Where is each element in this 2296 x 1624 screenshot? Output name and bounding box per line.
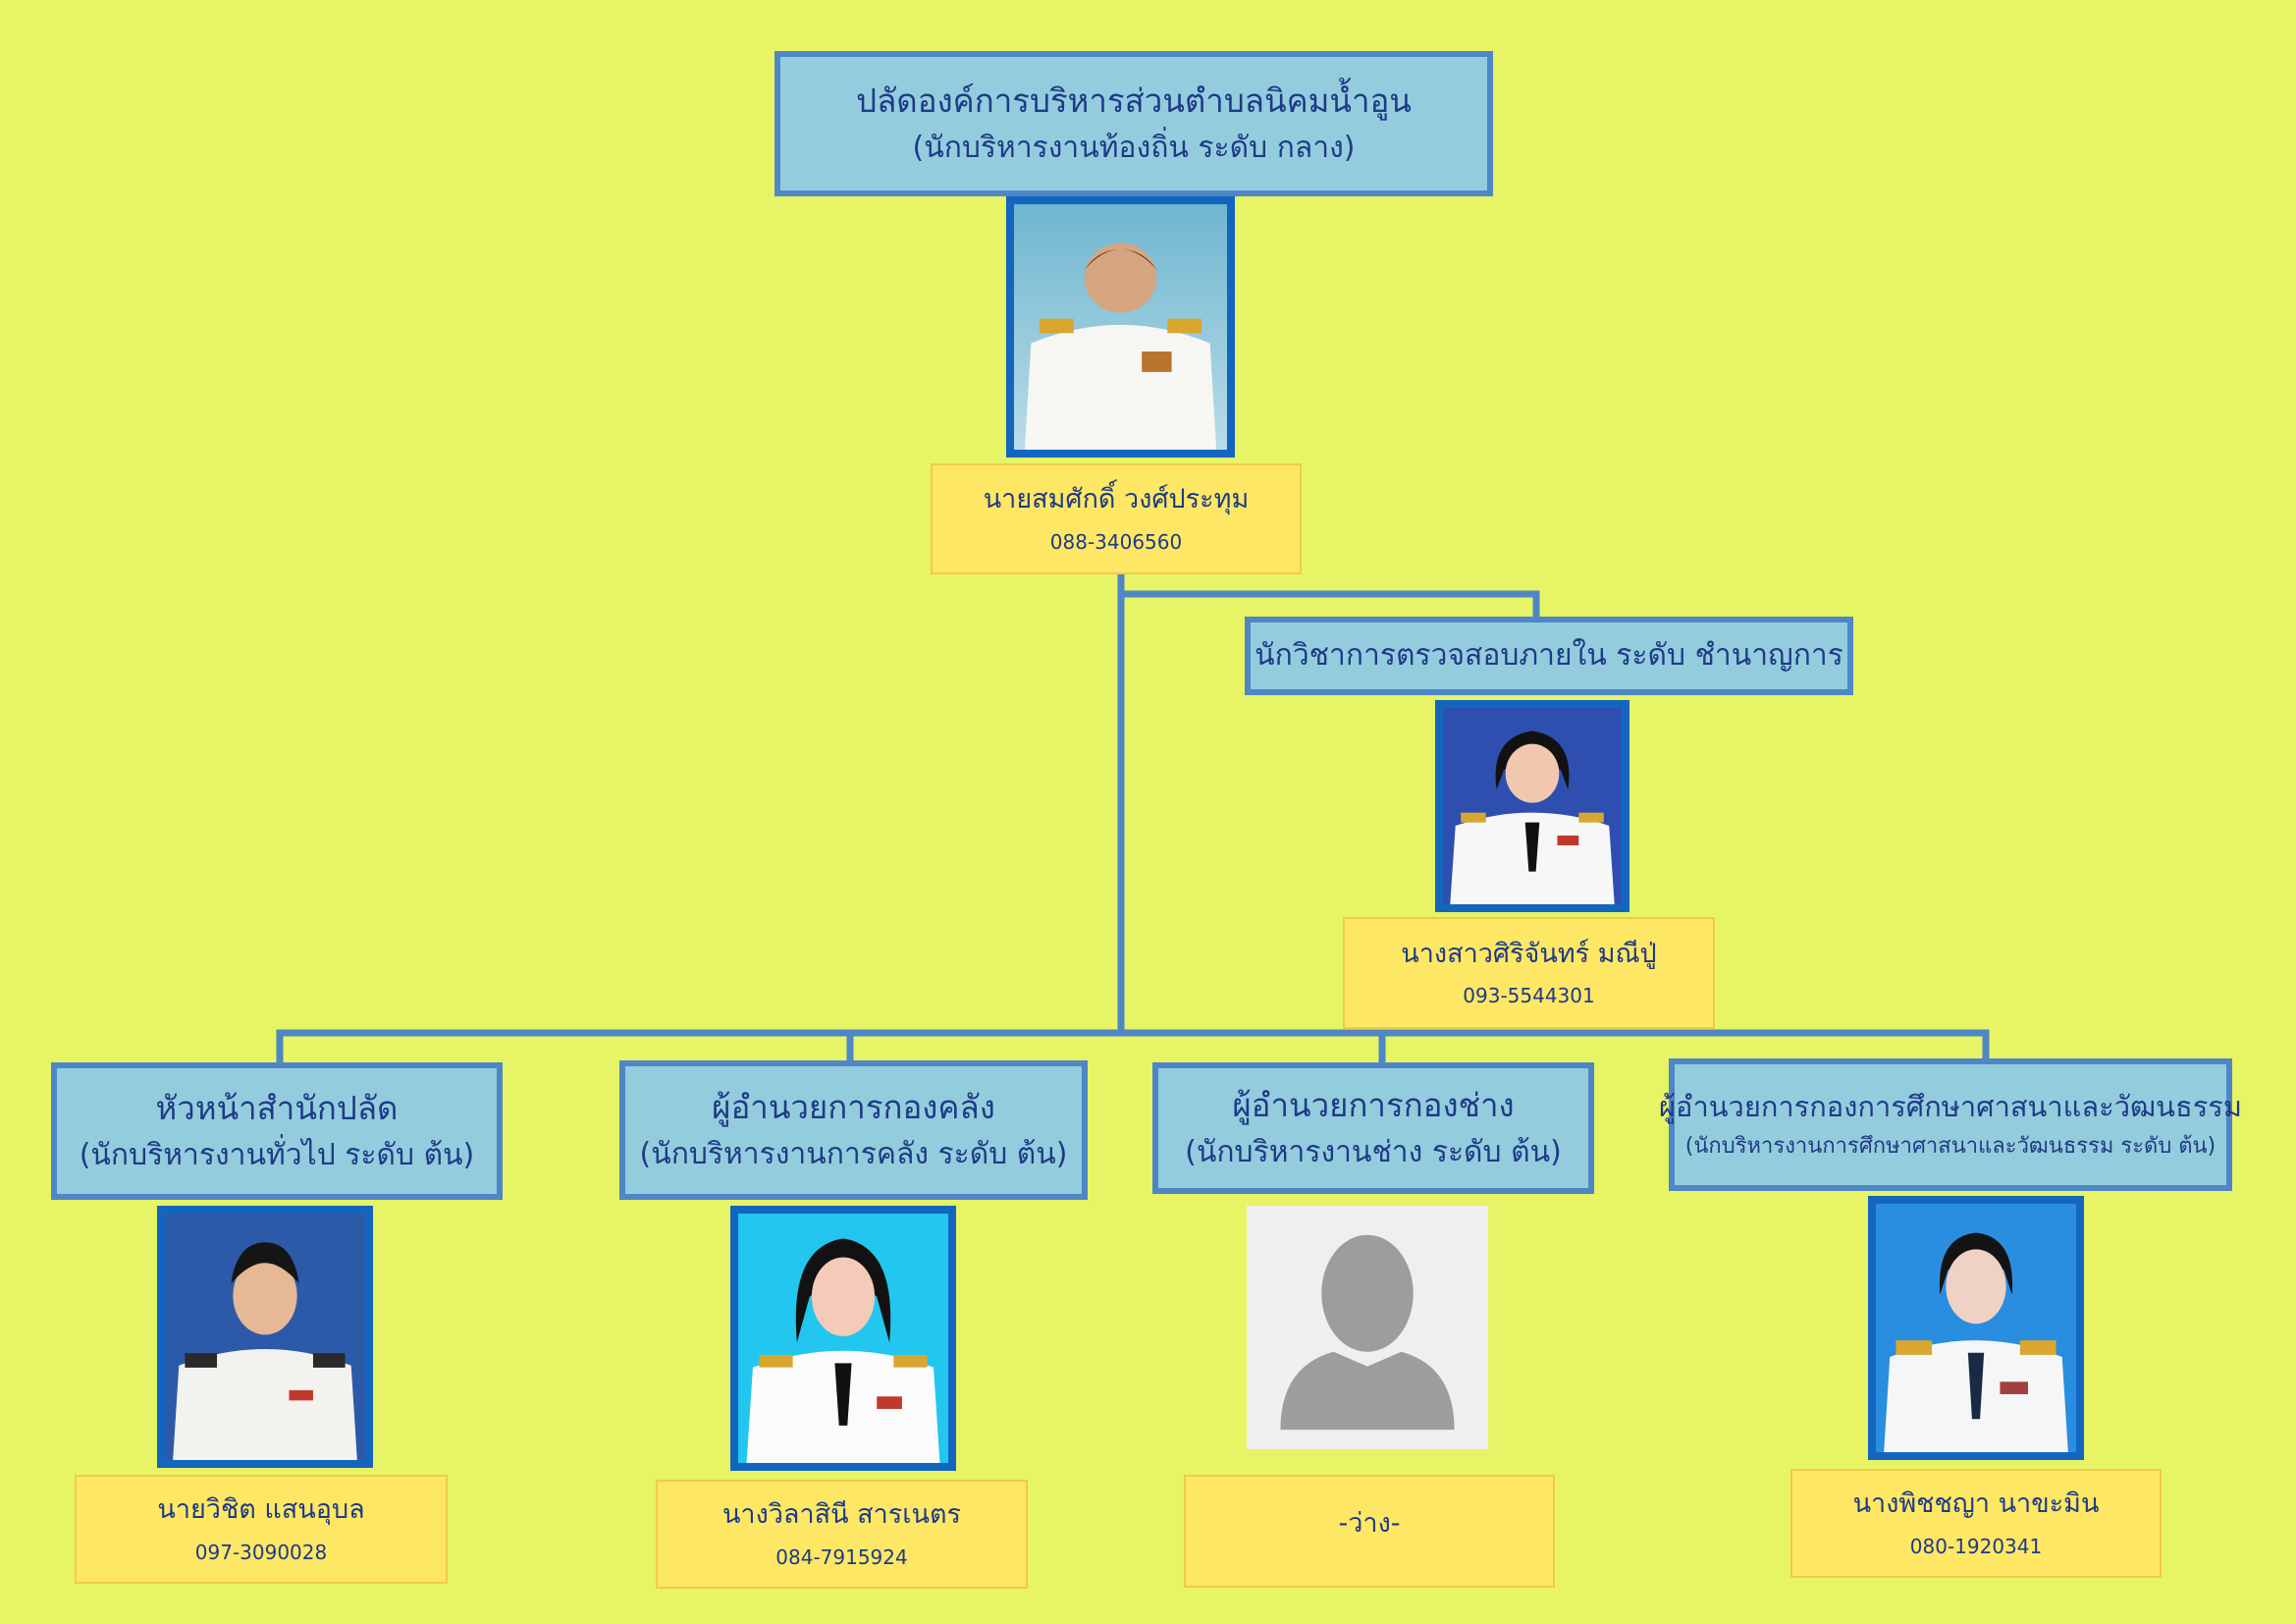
top-position-level: (นักบริหารงานท้องถิ่น ระดับ กลาง): [912, 130, 1356, 165]
top-position-box: ปลัดองค์การบริหารส่วนตำบลนิคมน้ำอูน (นัก…: [774, 51, 1493, 196]
person-portrait-icon: [738, 1214, 948, 1463]
division-4-person-photo: [1868, 1196, 2084, 1460]
person-portrait-icon: [1876, 1204, 2076, 1452]
division-2-position-box: ผู้อำนวยการกองคลัง (นักบริหารงานการคลัง …: [619, 1060, 1088, 1200]
audit-person-photo: [1435, 700, 1629, 912]
division-2-person-name: นางวิลาสินี สารเนตร: [721, 1499, 962, 1531]
division-2-person-card: นางวิลาสินี สารเนตร 084-7915924: [656, 1480, 1028, 1589]
division-1-person-name: นายวิชิต แสนอุบล: [157, 1494, 365, 1526]
division-4-position-title: ผู้อำนวยการกองการศึกษาศาสนาและวัฒนธรรม: [1659, 1089, 2242, 1123]
audit-position-box: นักวิชาการตรวจสอบภายใน ระดับ ชำนาญการ: [1245, 617, 1853, 695]
division-3-position-level: (นักบริหารงานช่าง ระดับ ต้น): [1185, 1134, 1562, 1169]
top-position-title: ปลัดองค์การบริหารส่วนตำบลนิคมน้ำอูน: [856, 81, 1412, 121]
division-2-position-level: (นักบริหารงานการคลัง ระดับ ต้น): [639, 1136, 1068, 1171]
person-placeholder-icon: [1247, 1206, 1488, 1449]
audit-person-name: นางสาวศิริจันทร์ มณีปู่: [1401, 938, 1657, 969]
top-person-card: นายสมศักดิ์ วงศ์ประทุม 088-3406560: [931, 463, 1302, 574]
audit-position-title: นักวิชาการตรวจสอบภายใน ระดับ ชำนาญการ: [1255, 638, 1843, 673]
top-person-phone: 088-3406560: [1049, 529, 1183, 554]
connector-audit: [1117, 590, 1540, 621]
division-2-person-photo: [730, 1206, 956, 1471]
division-1-person-card: นายวิชิต แสนอุบล 097-3090028: [75, 1475, 448, 1584]
audit-person-card: นางสาวศิริจันทร์ มณีปู่ 093-5544301: [1343, 917, 1715, 1029]
division-2-person-phone: 084-7915924: [775, 1544, 908, 1569]
top-person-name: นายสมศักดิ์ วงศ์ประทุม: [983, 484, 1250, 515]
division-4-person-phone: 080-1920341: [1909, 1534, 2043, 1558]
division-3-position-box: ผู้อำนวยการกองช่าง (นักบริหารงานช่าง ระด…: [1152, 1062, 1594, 1194]
top-person-photo: [1006, 196, 1235, 458]
division-1-position-title: หัวหน้าสำนักปลัด: [155, 1089, 399, 1128]
division-3-position-title: ผู้อำนวยการกองช่าง: [1232, 1086, 1515, 1125]
division-3-person-card: -ว่าง-: [1184, 1475, 1555, 1588]
division-4-position-level: (นักบริหารงานการศึกษาศาสนาและวัฒนธรรม ระ…: [1684, 1133, 2216, 1159]
division-4-position-box: ผู้อำนวยการกองการศึกษาศาสนาและวัฒนธรรม (…: [1659, 1058, 2242, 1191]
person-portrait-icon: [1014, 204, 1227, 450]
division-1-position-level: (นักบริหารงานทั่วไป ระดับ ต้น): [79, 1137, 475, 1172]
division-4-person-card: นางพิชชญา นาขะมิน 080-1920341: [1790, 1469, 2162, 1578]
division-1-position-box: หัวหน้าสำนักปลัด (นักบริหารงานทั่วไป ระด…: [51, 1062, 503, 1200]
audit-person-phone: 093-5544301: [1463, 984, 1595, 1008]
division-3-person-name: -ว่าง-: [1338, 1508, 1401, 1540]
person-portrait-icon: [1443, 708, 1622, 904]
division-3-vacant-photo: [1247, 1206, 1488, 1449]
person-portrait-icon: [165, 1214, 365, 1460]
division-1-person-phone: 097-3090028: [194, 1540, 328, 1564]
division-2-position-title: ผู้อำนวยการกองคลัง: [712, 1088, 995, 1127]
division-1-person-photo: [157, 1206, 373, 1468]
division-4-person-name: นางพิชชญา นาขะมิน: [1852, 1489, 2100, 1520]
